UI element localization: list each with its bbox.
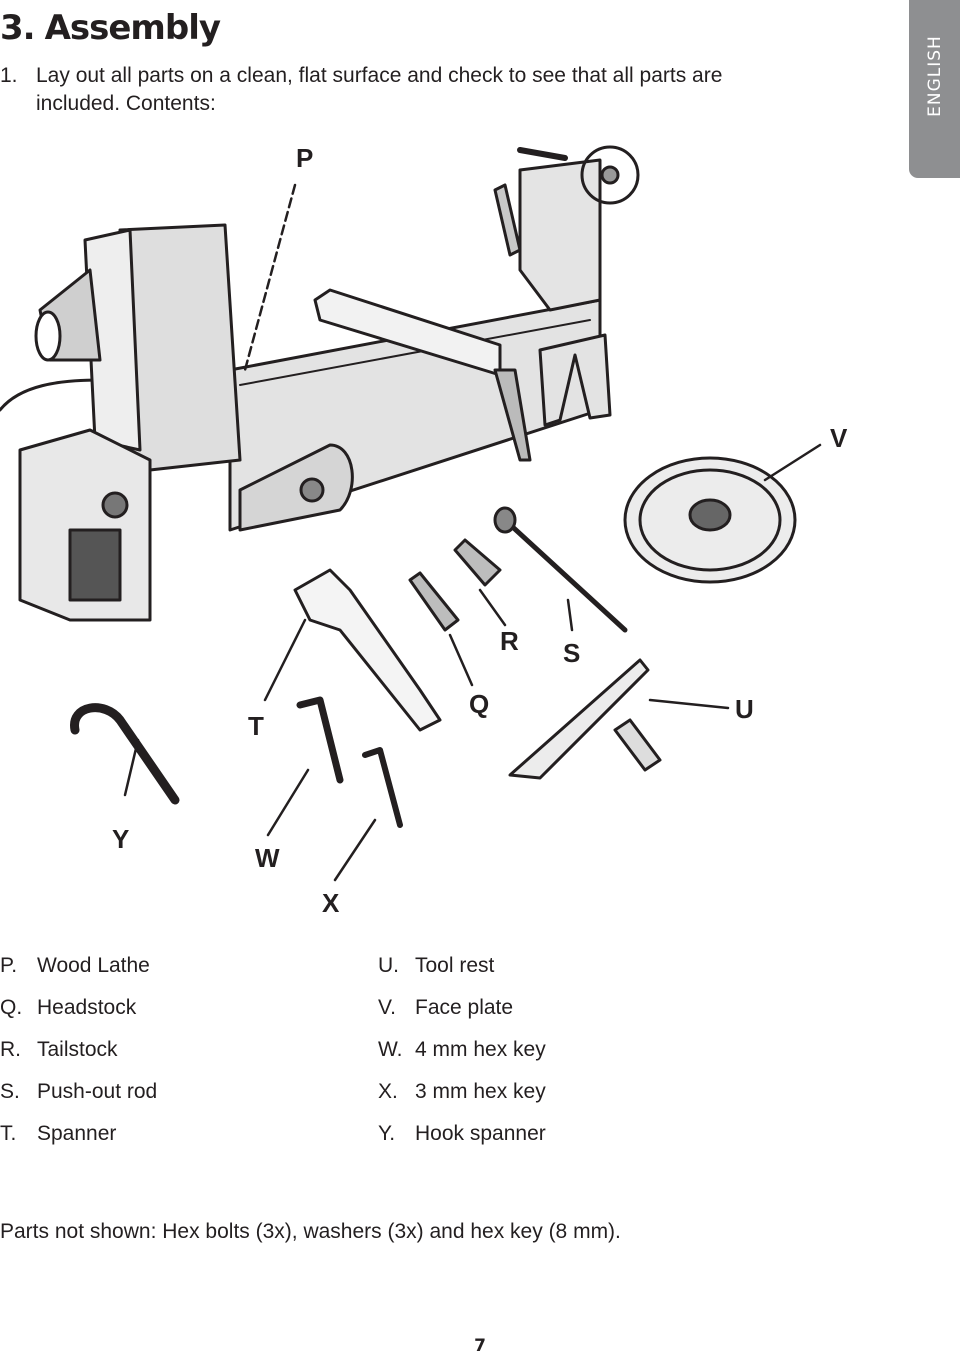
part-name: Tool rest	[415, 954, 495, 977]
face-plate-hub	[688, 498, 732, 532]
leader-w	[266, 768, 310, 837]
motor-body	[238, 443, 354, 532]
parts-drawing: P Q R S T U V W X Y	[0, 143, 848, 918]
list-item: T. Spanner	[0, 1113, 157, 1155]
leader-v	[763, 443, 822, 482]
tailstock-lever	[493, 183, 522, 257]
parts-list: P. Wood Lathe Q. Headstock R. Tailstock S. P…	[0, 945, 960, 1165]
leader-u	[648, 698, 730, 710]
part-letter: U.	[378, 954, 399, 977]
list-item: P. Wood Lathe	[0, 945, 157, 987]
section-heading: 3.Assembly	[0, 8, 221, 48]
list-item: S. Push-out rod	[0, 1071, 157, 1113]
part-name: Hook spanner	[415, 1122, 546, 1145]
part-letter: W.	[378, 1038, 403, 1061]
hex-key-4mm	[296, 696, 344, 784]
list-item: X. 3 mm hex key	[378, 1071, 546, 1113]
tool-rest-handle	[493, 368, 532, 462]
step-text-line2: included. Contents:	[36, 92, 216, 115]
bed-leg	[538, 333, 612, 427]
list-item: U. Tool rest	[378, 945, 546, 987]
power-cable	[0, 378, 102, 412]
step-1: 1. Lay out all parts on a clean, flat sur…	[0, 62, 860, 118]
part-letter: T.	[0, 1122, 17, 1145]
drive-center	[408, 571, 460, 632]
part-letter: R.	[0, 1038, 21, 1061]
hex-key-3mm	[362, 747, 403, 828]
callout-r: R	[500, 626, 519, 656]
part-name: Wood Lathe	[37, 954, 150, 977]
leader-s	[566, 598, 574, 632]
tool-rest-post	[613, 718, 662, 772]
part-letter: V.	[378, 996, 396, 1019]
list-item: Y. Hook spanner	[378, 1113, 546, 1155]
switch-button	[68, 528, 122, 602]
lock-handle	[517, 147, 568, 161]
part-name: Face plate	[415, 996, 514, 1019]
section-number: 3.	[0, 8, 36, 48]
headstock-cover	[83, 228, 142, 452]
part-name: Spanner	[37, 1122, 117, 1145]
tool-rest	[508, 658, 650, 780]
callout-t: T	[248, 711, 264, 741]
part-name: 3 mm hex key	[415, 1080, 546, 1103]
callout-p: P	[296, 143, 313, 173]
page-number: 7	[474, 1336, 486, 1356]
push-out-rod	[502, 517, 628, 633]
leader-x	[333, 818, 377, 882]
list-item: W. 4 mm hex key	[378, 1029, 546, 1071]
part-name: 4 mm hex key	[415, 1038, 546, 1061]
handwheel	[580, 145, 640, 205]
step-text-line1: Lay out all parts on a clean, flat surfa…	[36, 64, 723, 87]
leader-p	[243, 183, 297, 372]
leader-t	[263, 618, 307, 702]
part-name: Tailstock	[37, 1038, 118, 1061]
part-name: Headstock	[37, 996, 137, 1019]
callout-x: X	[322, 888, 340, 918]
lathe-tool-rest-bar	[313, 288, 502, 377]
part-letter: Y.	[378, 1122, 396, 1145]
bed-groove	[239, 319, 591, 386]
step-number: 1.	[0, 64, 18, 87]
part-letter: X.	[378, 1080, 398, 1103]
leader-q	[448, 633, 474, 687]
speed-knob	[101, 491, 129, 519]
callout-s: S	[563, 638, 580, 668]
callout-u: U	[735, 694, 754, 724]
spanner	[293, 568, 442, 732]
live-center	[453, 538, 502, 587]
list-item: Q. Headstock	[0, 987, 157, 1029]
section-title: Assembly	[44, 8, 221, 48]
part-name: Push-out rod	[37, 1080, 158, 1103]
list-item: V. Face plate	[378, 987, 546, 1029]
face-plate-inner	[638, 468, 782, 572]
part-letter: Q.	[0, 996, 23, 1019]
spindle-nose	[34, 310, 62, 362]
callout-y: Y	[112, 824, 129, 854]
motor-knob	[299, 477, 325, 503]
callout-q: Q	[469, 689, 489, 719]
callout-w: W	[255, 843, 280, 873]
tailstock-body	[518, 158, 602, 312]
parts-not-shown-note: Parts not shown: Hex bolts (3x), washers…	[0, 1220, 621, 1243]
parts-list-left: P. Wood Lathe Q. Headstock R. Tailstock S. P…	[0, 945, 157, 1155]
language-label: ENGLISH	[924, 35, 945, 117]
part-letter: S.	[0, 1080, 20, 1103]
push-out-rod-head	[493, 506, 517, 534]
hook-spanner	[70, 703, 180, 805]
parts-illustration: P Q R S T U V W X Y	[0, 130, 960, 930]
handwheel-hub	[600, 165, 620, 185]
parts-list-right: U.Tool rest V.Face plate W.4 mm hex key …	[378, 945, 546, 1155]
leader-y	[123, 738, 140, 797]
list-item: R. Tailstock	[0, 1029, 157, 1071]
language-tab: ENGLISH	[909, 0, 960, 178]
leader-r	[478, 588, 507, 627]
callout-v: V	[830, 423, 848, 453]
part-letter: P.	[0, 954, 18, 977]
